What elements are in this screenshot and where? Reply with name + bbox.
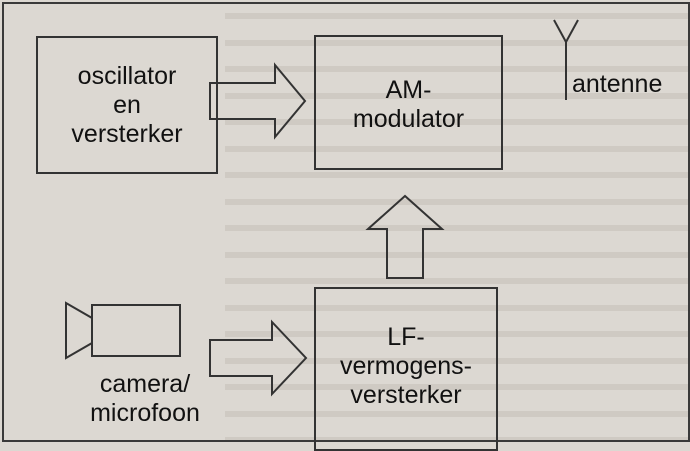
- oscillator-label: oscillator en versterker: [71, 62, 183, 148]
- antenna-label: antenne: [572, 70, 663, 98]
- antenna-icon: [553, 19, 579, 100]
- camera-icon: [65, 301, 181, 360]
- arrow-camera-to-lf-amplifier: [209, 319, 308, 397]
- background-text-texture: ▬▬▬▬▬▬▬▬▬▬▬▬▬▬▬▬▬▬▬▬▬▬▬▬▬▬ ▬▬▬▬▬▬▬▬▬▬▬▬▬…: [225, 2, 690, 441]
- arrow-oscillator-to-modulator: [209, 62, 307, 140]
- lf-amplifier-label: LF- vermogens- versterker: [340, 323, 472, 409]
- am-modulator-block: [314, 35, 503, 170]
- arrow-lf-amplifier-to-modulator: [365, 194, 445, 279]
- diagram-connections: [65, 19, 579, 397]
- am-modulator-label: AM- modulator: [352, 76, 465, 133]
- camera-microphone-label: camera/ microfoon: [90, 370, 200, 427]
- oscillator-block: [36, 36, 218, 174]
